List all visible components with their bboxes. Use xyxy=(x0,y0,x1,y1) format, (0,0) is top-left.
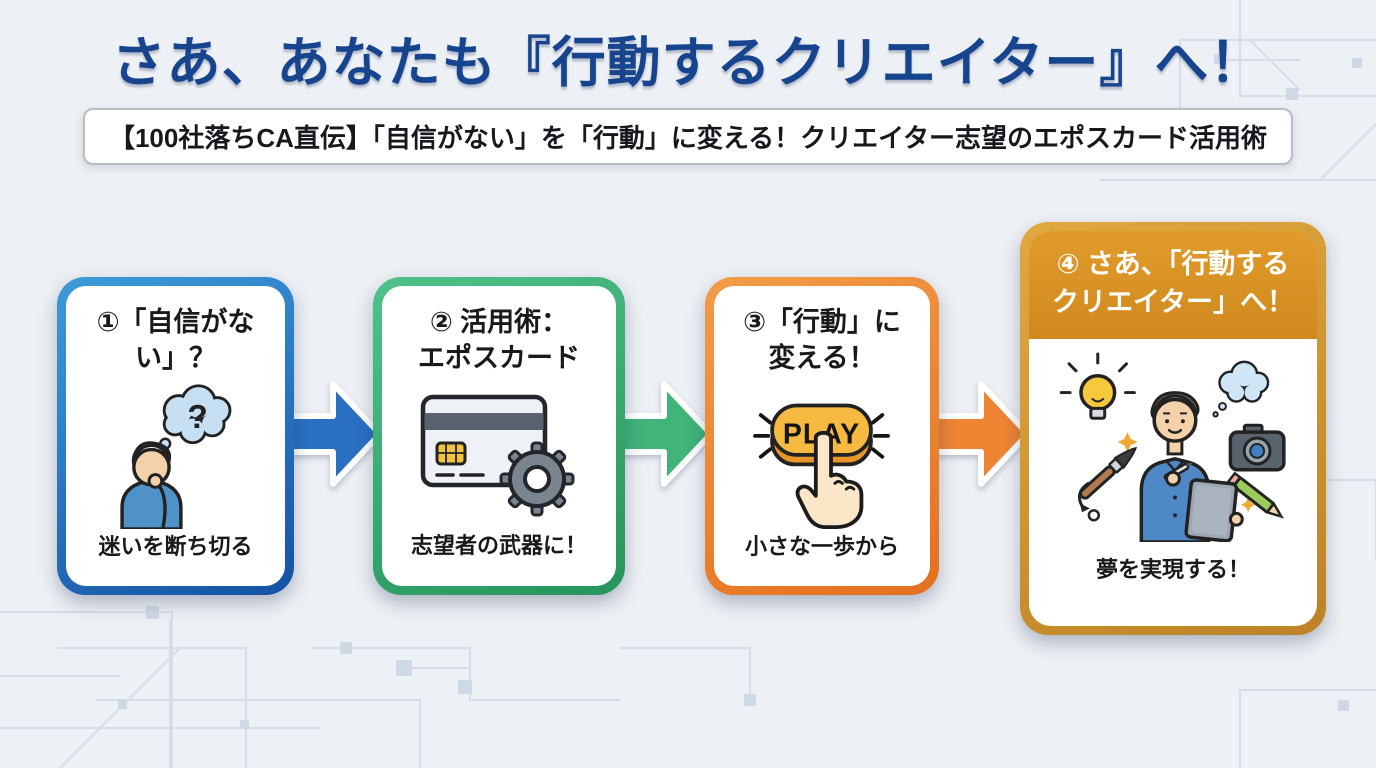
creator-person-icon xyxy=(1054,339,1292,552)
arrow-step2-to-step3-icon xyxy=(612,381,714,487)
subtitle-text: 【100社落ちCA直伝】「自信がない」を「行動」に変える！クリエイター志望のエポ… xyxy=(108,123,1268,153)
step4-header: ④ さあ、「行動する クリエイター」へ！ xyxy=(1029,231,1317,339)
step2-title: ② 活用術： エポスカード xyxy=(418,307,580,374)
step3-caption: 小さな一歩から xyxy=(744,533,899,559)
credit-card-gear-icon xyxy=(417,377,582,528)
step1-caption: 迷いを断ち切る xyxy=(98,533,253,559)
arrow-step3-to-step4-icon xyxy=(929,381,1031,487)
step2-caption: 志望者の武器に！ xyxy=(410,533,587,558)
svg-text:?: ? xyxy=(187,399,207,436)
step3-title: ③「行動」に 変える！ xyxy=(743,307,901,374)
step1-title: ①「自信がな い」？ xyxy=(96,307,255,374)
play-button-press-icon: PLAY xyxy=(742,377,902,529)
arrow-step1-to-step2-icon xyxy=(281,381,383,487)
step-card-1: ①「自信がな い」？ ? xyxy=(57,277,294,595)
step-card-3: ③「行動」に 変える！ PLAY 小さな一歩から xyxy=(705,277,939,595)
step-card-2: ② 活用術： エポスカード xyxy=(373,277,625,595)
subtitle-banner: 【100社落ちCA直伝】「自信がない」を「行動」に変える！クリエイター志望のエポ… xyxy=(82,108,1294,165)
step-card-4: ④ さあ、「行動する クリエイター」へ！ xyxy=(1020,222,1326,635)
page-title: さあ、あなたも『行動するクリエイター』へ！ xyxy=(111,33,1265,93)
step4-caption: 夢を実現する！ xyxy=(1095,557,1250,582)
thinking-person-icon: ? xyxy=(101,377,251,529)
